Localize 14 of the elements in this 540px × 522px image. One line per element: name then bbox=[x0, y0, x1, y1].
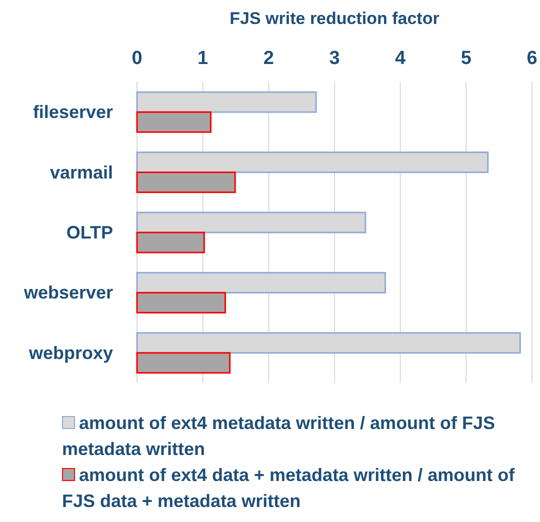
tick-label: 4 bbox=[395, 48, 406, 69]
tick-label: 5 bbox=[460, 48, 472, 69]
tick-label: 2 bbox=[263, 48, 274, 69]
category-label: OLTP bbox=[66, 222, 113, 242]
tick-label: 1 bbox=[198, 48, 208, 69]
tick-label: 0 bbox=[132, 48, 142, 69]
category-label: varmail bbox=[50, 162, 113, 182]
category-label: webproxy bbox=[28, 342, 113, 363]
category-label: webserver bbox=[24, 282, 113, 303]
chart-title: FJS write reduction factor bbox=[230, 9, 440, 28]
legend-label: amount of ext4 data + metadata written / amount of FJS data + metadata written bbox=[62, 465, 515, 511]
category-label: fileserver bbox=[32, 102, 113, 122]
tick-label: 3 bbox=[329, 48, 340, 69]
tick-label: 6 bbox=[526, 48, 538, 69]
